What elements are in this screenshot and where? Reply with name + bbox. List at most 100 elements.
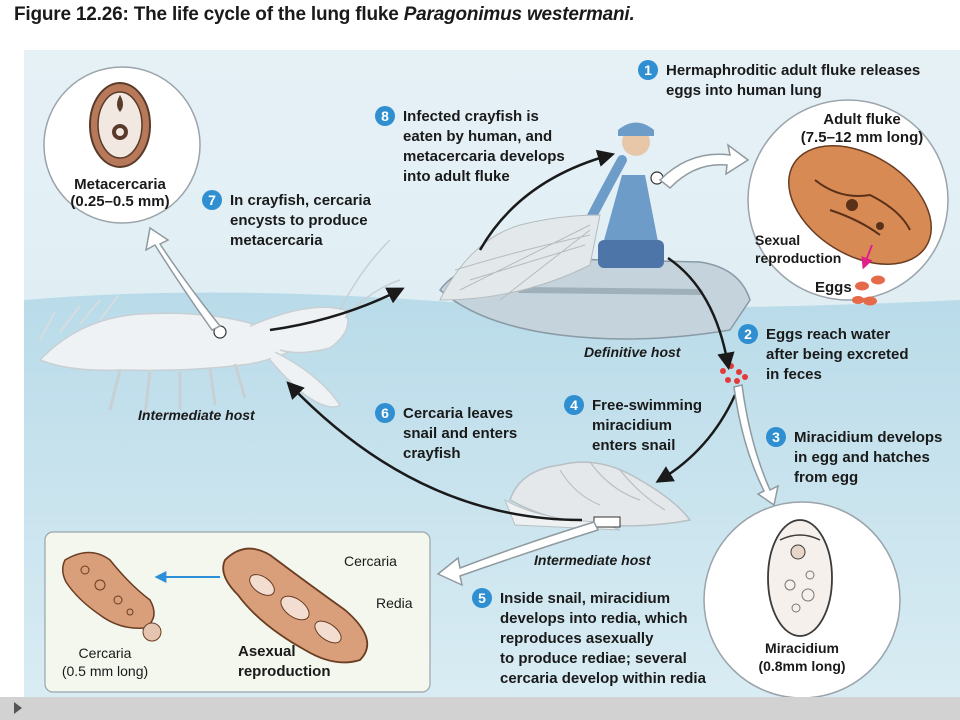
step-text-1-line: Hermaphroditic adult fluke releases [666, 62, 920, 79]
step-text-1: Hermaphroditic adult fluke releases eggs … [666, 62, 920, 99]
step-badge-5 [472, 588, 492, 608]
step-number-2: 2 [744, 326, 752, 342]
step-badge-1 [638, 60, 658, 80]
step-badge-3 [766, 427, 786, 447]
eggs-label: Eggs [815, 279, 852, 296]
step-text-5-line: reproduces asexually [500, 630, 654, 647]
step-text-8-line: metacercaria develops [403, 148, 565, 165]
connector-to-miracidium [733, 384, 780, 507]
next-arrow-icon [14, 702, 22, 714]
crayfish-host-label-line: Intermediate host [138, 407, 256, 423]
life-cycle-diagram: 1 Hermaphroditic adult fluke releases eggs… [24, 50, 960, 697]
step-text-7: In crayfish, cercaria encysts to produce m… [230, 192, 372, 249]
illustration-labels: Adult fluke(7.5–12 mm long) Sexual reprodu… [62, 111, 923, 680]
metacercaria-label: Metacercaria(0.25–0.5 mm) [70, 176, 169, 210]
bottom-bar [0, 697, 960, 720]
redia-label: Redia [376, 595, 413, 611]
step-text-7-line: metacercaria [230, 232, 323, 249]
definitive-host-label-line: Definitive host [584, 344, 682, 360]
step-7: 7 In crayfish, cercaria encysts to produce… [202, 190, 372, 249]
crayfish-host-label: Intermediate host [138, 407, 256, 423]
step-text-3-line: in egg and hatches [794, 449, 930, 466]
asexual-reproduction-label-line: Asexual [238, 643, 296, 660]
step-1: 1 Hermaphroditic adult fluke releases eggs… [638, 60, 920, 99]
step-text-5-line: cercaria develop within redia [500, 670, 707, 687]
metacercaria-label-line: Metacercaria [74, 176, 166, 193]
step-badge-8 [375, 106, 395, 126]
adult-fluke-label: Adult fluke(7.5–12 mm long) [801, 111, 924, 146]
step-text-6-line: Cercaria leaves [403, 405, 513, 422]
redia-label-line: Redia [376, 595, 413, 611]
step-3: 3 Miracidium develops in egg and hatches fr… [766, 427, 942, 486]
step-text-4-line: enters snail [592, 437, 675, 454]
connector-to-redia-inset [436, 521, 600, 587]
figure-title: Figure 12.26: The life cycle of the lung… [14, 4, 635, 26]
adult-fluke-label-line: (7.5–12 mm long) [801, 129, 924, 146]
fisherman-boat-illustration [438, 122, 751, 340]
miracidium-label-line: Miracidium [765, 640, 839, 656]
cercaria-size-label-line: (0.5 mm long) [62, 663, 148, 679]
snail-marker [593, 516, 621, 528]
miracidium-label: Miracidium (0.8mm long) [758, 640, 845, 674]
step-badge-4 [564, 395, 584, 415]
step-text-8-line: eaten by human, and [403, 128, 552, 145]
adult-fluke-inset [747, 99, 949, 306]
step-text-7-line: encysts to produce [230, 212, 368, 229]
arrow-crayfish-to-human [478, 149, 616, 251]
connector-to-metacercaria [144, 226, 222, 331]
snail-host-label-line: Intermediate host [534, 552, 652, 568]
step-text-2-line: Eggs reach water [766, 326, 890, 343]
cycle-arrows [269, 149, 737, 522]
step-number-5: 5 [478, 590, 486, 606]
step-text-7-line: In crayfish, cercaria [230, 192, 372, 209]
step-text-8-line: Infected crayfish is [403, 108, 539, 125]
sexual-reproduction-label-line: reproduction [755, 250, 841, 266]
cercaria-size-label: Cercaria (0.5 mm long) [62, 645, 148, 679]
step-number-1: 1 [644, 62, 652, 78]
step-text-8: Infected crayfish is eaten by human, and m… [403, 108, 565, 185]
miracidium-label-line: (0.8mm long) [758, 658, 845, 674]
sexual-reproduction-label-line: Sexual [755, 232, 800, 248]
eggs-label-line: Eggs [815, 279, 852, 296]
redia-cercaria-inset [44, 531, 431, 693]
step-text-1-line: eggs into human lung [666, 82, 822, 99]
step-text-2-line: after being excreted [766, 346, 909, 363]
definitive-host-label: Definitive host [584, 344, 682, 360]
step-number-4: 4 [570, 397, 578, 413]
snail-host-label: Intermediate host [534, 552, 652, 568]
cercaria-inset-label: Cercaria [344, 553, 397, 569]
figure-title-prefix: Figure 12.26: The life cycle of the lung… [14, 4, 404, 25]
cercaria-size-label-line: Cercaria [79, 645, 132, 661]
inset-connector-arrows [144, 143, 780, 587]
step-labels: 1 Hermaphroditic adult fluke releases eggs… [202, 60, 942, 687]
step-text-8-line: into adult fluke [403, 168, 510, 185]
figure-title-species: Paragonimus westermani. [403, 4, 635, 25]
step-text-4-line: Free-swimming [592, 397, 702, 414]
arrow-snail-to-crayfish [286, 381, 583, 522]
step-text-3-line: Miracidium develops [794, 429, 942, 446]
step-text-2-line: in feces [766, 366, 822, 383]
step-2: 2 Eggs reach water after being excreted in … [738, 324, 909, 383]
step-text-6-line: snail and enters [403, 425, 517, 442]
metacercaria-label-line: (0.25–0.5 mm) [70, 193, 169, 210]
step-text-4: Free-swimming miracidium enters snail [592, 397, 702, 454]
step-number-3: 3 [772, 429, 780, 445]
step-text-3: Miracidium develops in egg and hatches fro… [794, 429, 942, 486]
step-text-4-line: miracidium [592, 417, 672, 434]
step-number-6: 6 [381, 405, 389, 421]
step-6: 6 Cercaria leaves snail and enters crayfish [375, 403, 517, 462]
step-text-5-line: to produce rediae; several [500, 650, 687, 667]
step-text-6-line: crayfish [403, 445, 461, 462]
sexual-reproduction-label: Sexual reproduction [755, 232, 841, 266]
step-number-7: 7 [208, 192, 216, 208]
arrow-crayfish-to-net [269, 287, 405, 332]
cercaria-inset-label-line: Cercaria [344, 553, 397, 569]
step-badge-6 [375, 403, 395, 423]
arrow-water-to-snail [655, 394, 737, 483]
connector-to-adult-fluke [658, 143, 750, 190]
step-text-3-line: from egg [794, 469, 858, 486]
